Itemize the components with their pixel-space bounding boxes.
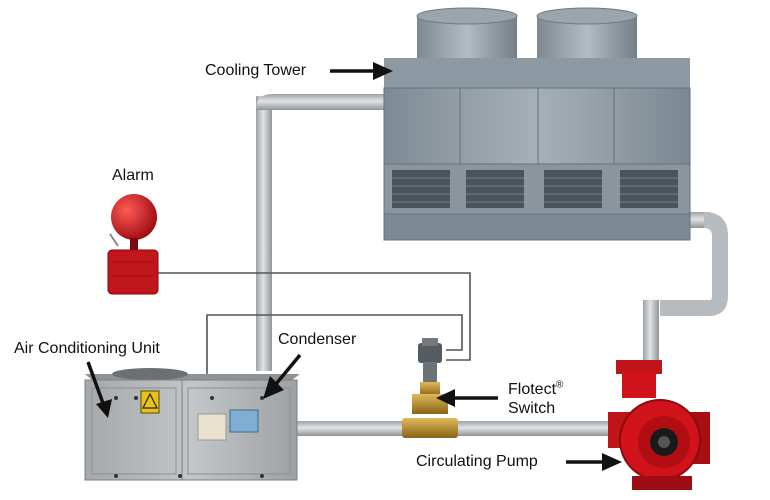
label-condenser: Condenser [278, 331, 357, 348]
alarm [107, 194, 159, 295]
arrow-icon [602, 453, 622, 471]
label-air-conditioning-unit: Air Conditioning Unit [14, 340, 160, 357]
label-cooling-tower: Cooling Tower [205, 62, 307, 79]
flotect-valve-body [402, 418, 458, 438]
arrow-icon [436, 389, 455, 407]
arrow-icon [263, 376, 284, 399]
pipe-return-bend [660, 212, 728, 316]
flotect-switch [402, 338, 458, 438]
arrow-icon [86, 361, 106, 407]
label-flotect: Flotect® [508, 379, 564, 399]
alarm-bell [111, 194, 157, 240]
air-conditioning-unit [84, 368, 300, 481]
label-flotect-name: Flotect [508, 381, 557, 398]
registered-mark: ® [556, 379, 564, 391]
control-wiring [158, 272, 471, 376]
arrow-icon [274, 353, 302, 386]
alarm-box [107, 249, 159, 295]
circulating-pump [608, 360, 710, 490]
label-circulating-pump: Circulating Pump [416, 453, 538, 470]
callout-arrows [86, 62, 622, 471]
piping [256, 94, 728, 436]
condenser-nameplate [229, 409, 259, 433]
cooling-tower [383, 7, 691, 241]
pipe-tower-inlet [256, 94, 385, 110]
label-alarm: Alarm [112, 167, 154, 184]
arrow-icon [373, 62, 393, 80]
label-switch: Switch [508, 400, 556, 417]
pipe-condenser-riser [256, 96, 272, 371]
arrow-icon [96, 399, 112, 418]
pipe-pump-inlet [643, 300, 659, 366]
